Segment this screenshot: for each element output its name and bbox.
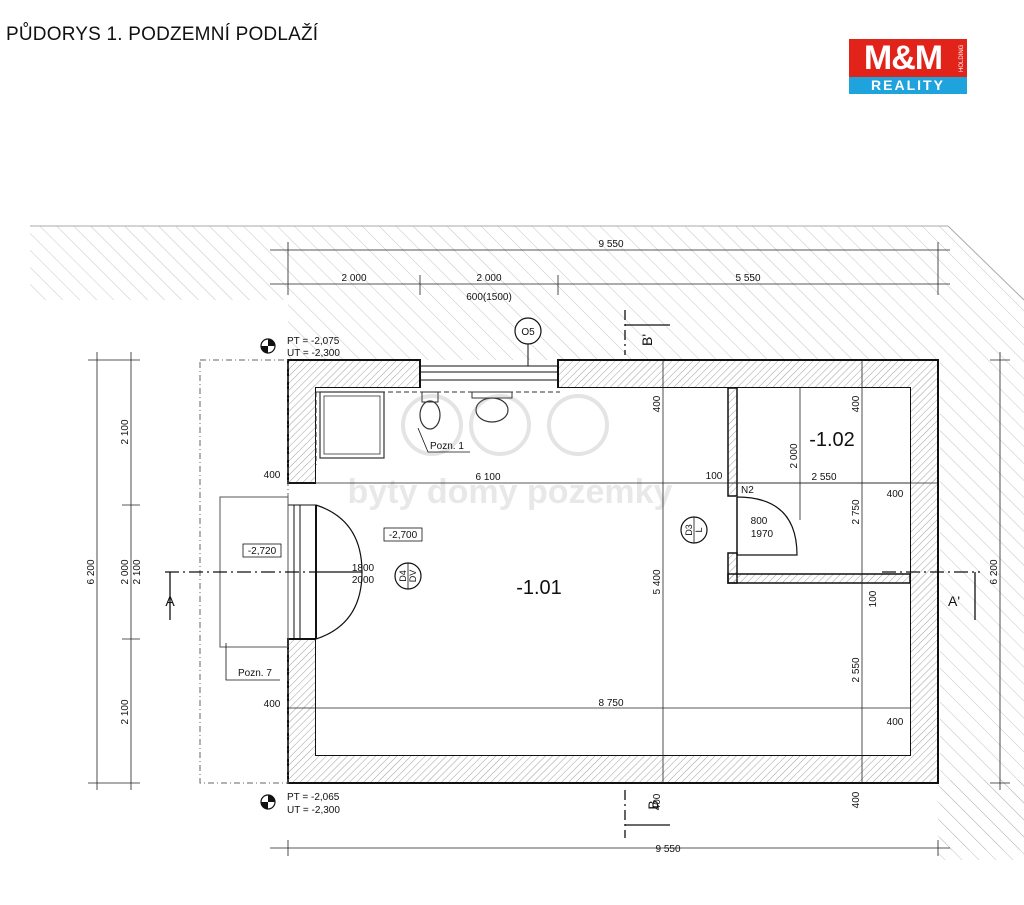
level-marker-top: [260, 338, 276, 354]
dim-wall-right-upper: 400: [887, 489, 904, 500]
room-small-label: -1.02: [809, 429, 855, 451]
dim-left-seg1: 2 100: [120, 419, 131, 444]
dim-partition-b: 100: [868, 590, 879, 607]
dim-wall-left-upper: 400: [264, 470, 281, 481]
dim-wall-right-lower: 400: [887, 717, 904, 728]
section-b-bottom: B: [645, 800, 661, 809]
watermark-text: byty domy pozemky: [348, 473, 673, 511]
mm-reality-logo: M&M HOLDING REALITY: [849, 39, 967, 94]
section-lines: [165, 310, 980, 838]
logo-mark: M&M: [849, 39, 957, 77]
dim-wall-bottom-center: 400: [652, 793, 663, 810]
door-inner-tag-2: L: [694, 527, 704, 532]
level-ut-top: UT = -2,300: [287, 348, 340, 359]
note-7: Pozn. 7: [238, 668, 272, 679]
page-title: PŮDORYS 1. PODZEMNÍ PODLAŽÍ: [6, 24, 319, 45]
section-a-right: A': [948, 593, 960, 609]
dimension-lines: [88, 242, 1010, 856]
door-inner-width: 800: [751, 516, 768, 527]
dim-right-total: 6 200: [989, 559, 1000, 584]
door-main-tag-2: DV: [408, 570, 418, 583]
dim-inner-5400: 5 400: [652, 569, 663, 594]
walls: [287, 359, 939, 784]
door-inner-tag-1: D3: [684, 524, 694, 536]
watermark: byty domy pozemky: [348, 394, 673, 511]
dim-wall-bottom-right: 400: [851, 791, 862, 808]
level-pt-bottom: PT = -2,065: [287, 792, 340, 803]
dim-wall-top-center: 400: [652, 395, 663, 412]
dim-inner-8750: 8 750: [598, 698, 623, 709]
dim-inner-2550-bottom: 2 550: [851, 657, 862, 682]
dim-top-total: 9 550: [598, 239, 623, 250]
dim-top-seg2-sub: 600(1500): [466, 292, 512, 303]
fixtures: [315, 391, 560, 465]
dim-wall-top-right: 400: [851, 395, 862, 412]
dim-inner-2750: 2 750: [851, 499, 862, 524]
level-marker-bottom: [260, 794, 276, 810]
dim-wall-left-lower: 400: [264, 699, 281, 710]
door-inner-height: 1970: [751, 529, 774, 540]
door-main-tag-1: D4: [398, 570, 408, 582]
ground-hatch: [30, 225, 1024, 860]
dim-inner-2550-top: 2 550: [811, 472, 836, 483]
dim-left-total: 6 200: [86, 559, 97, 584]
dim-partition-a: 100: [706, 471, 723, 482]
note-1: Pozn. 1: [430, 441, 464, 452]
dim-top-seg1: 2 000: [341, 273, 366, 284]
door-main-height: 2000: [352, 575, 375, 586]
niche-label: N2: [741, 485, 754, 496]
window: [420, 365, 558, 381]
level-pt-top: PT = -2,075: [287, 336, 340, 347]
dim-left-seg2a: 2 000: [120, 559, 131, 584]
dim-top-seg2: 2 000: [476, 273, 501, 284]
dim-bottom-total: 9 550: [655, 844, 680, 855]
window-tag: O5: [521, 327, 535, 338]
level-entry: -2,720: [248, 546, 277, 557]
level-room: -2,700: [389, 530, 418, 541]
level-ut-bottom: UT = -2,300: [287, 805, 340, 816]
door-main-width: 1800: [352, 563, 375, 574]
dim-left-seg2b: 2 100: [132, 559, 143, 584]
room-main-label: -1.01: [516, 577, 562, 599]
dim-inner-2000: 2 000: [789, 443, 800, 468]
dim-inner-6100: 6 100: [475, 472, 500, 483]
logo-wordmark: REALITY: [849, 77, 967, 94]
section-a-left: A: [165, 593, 175, 609]
dim-left-seg3: 2 100: [120, 699, 131, 724]
dim-top-seg3: 5 550: [735, 273, 760, 284]
section-b-top: B': [639, 334, 655, 346]
inner-door: [736, 496, 798, 556]
